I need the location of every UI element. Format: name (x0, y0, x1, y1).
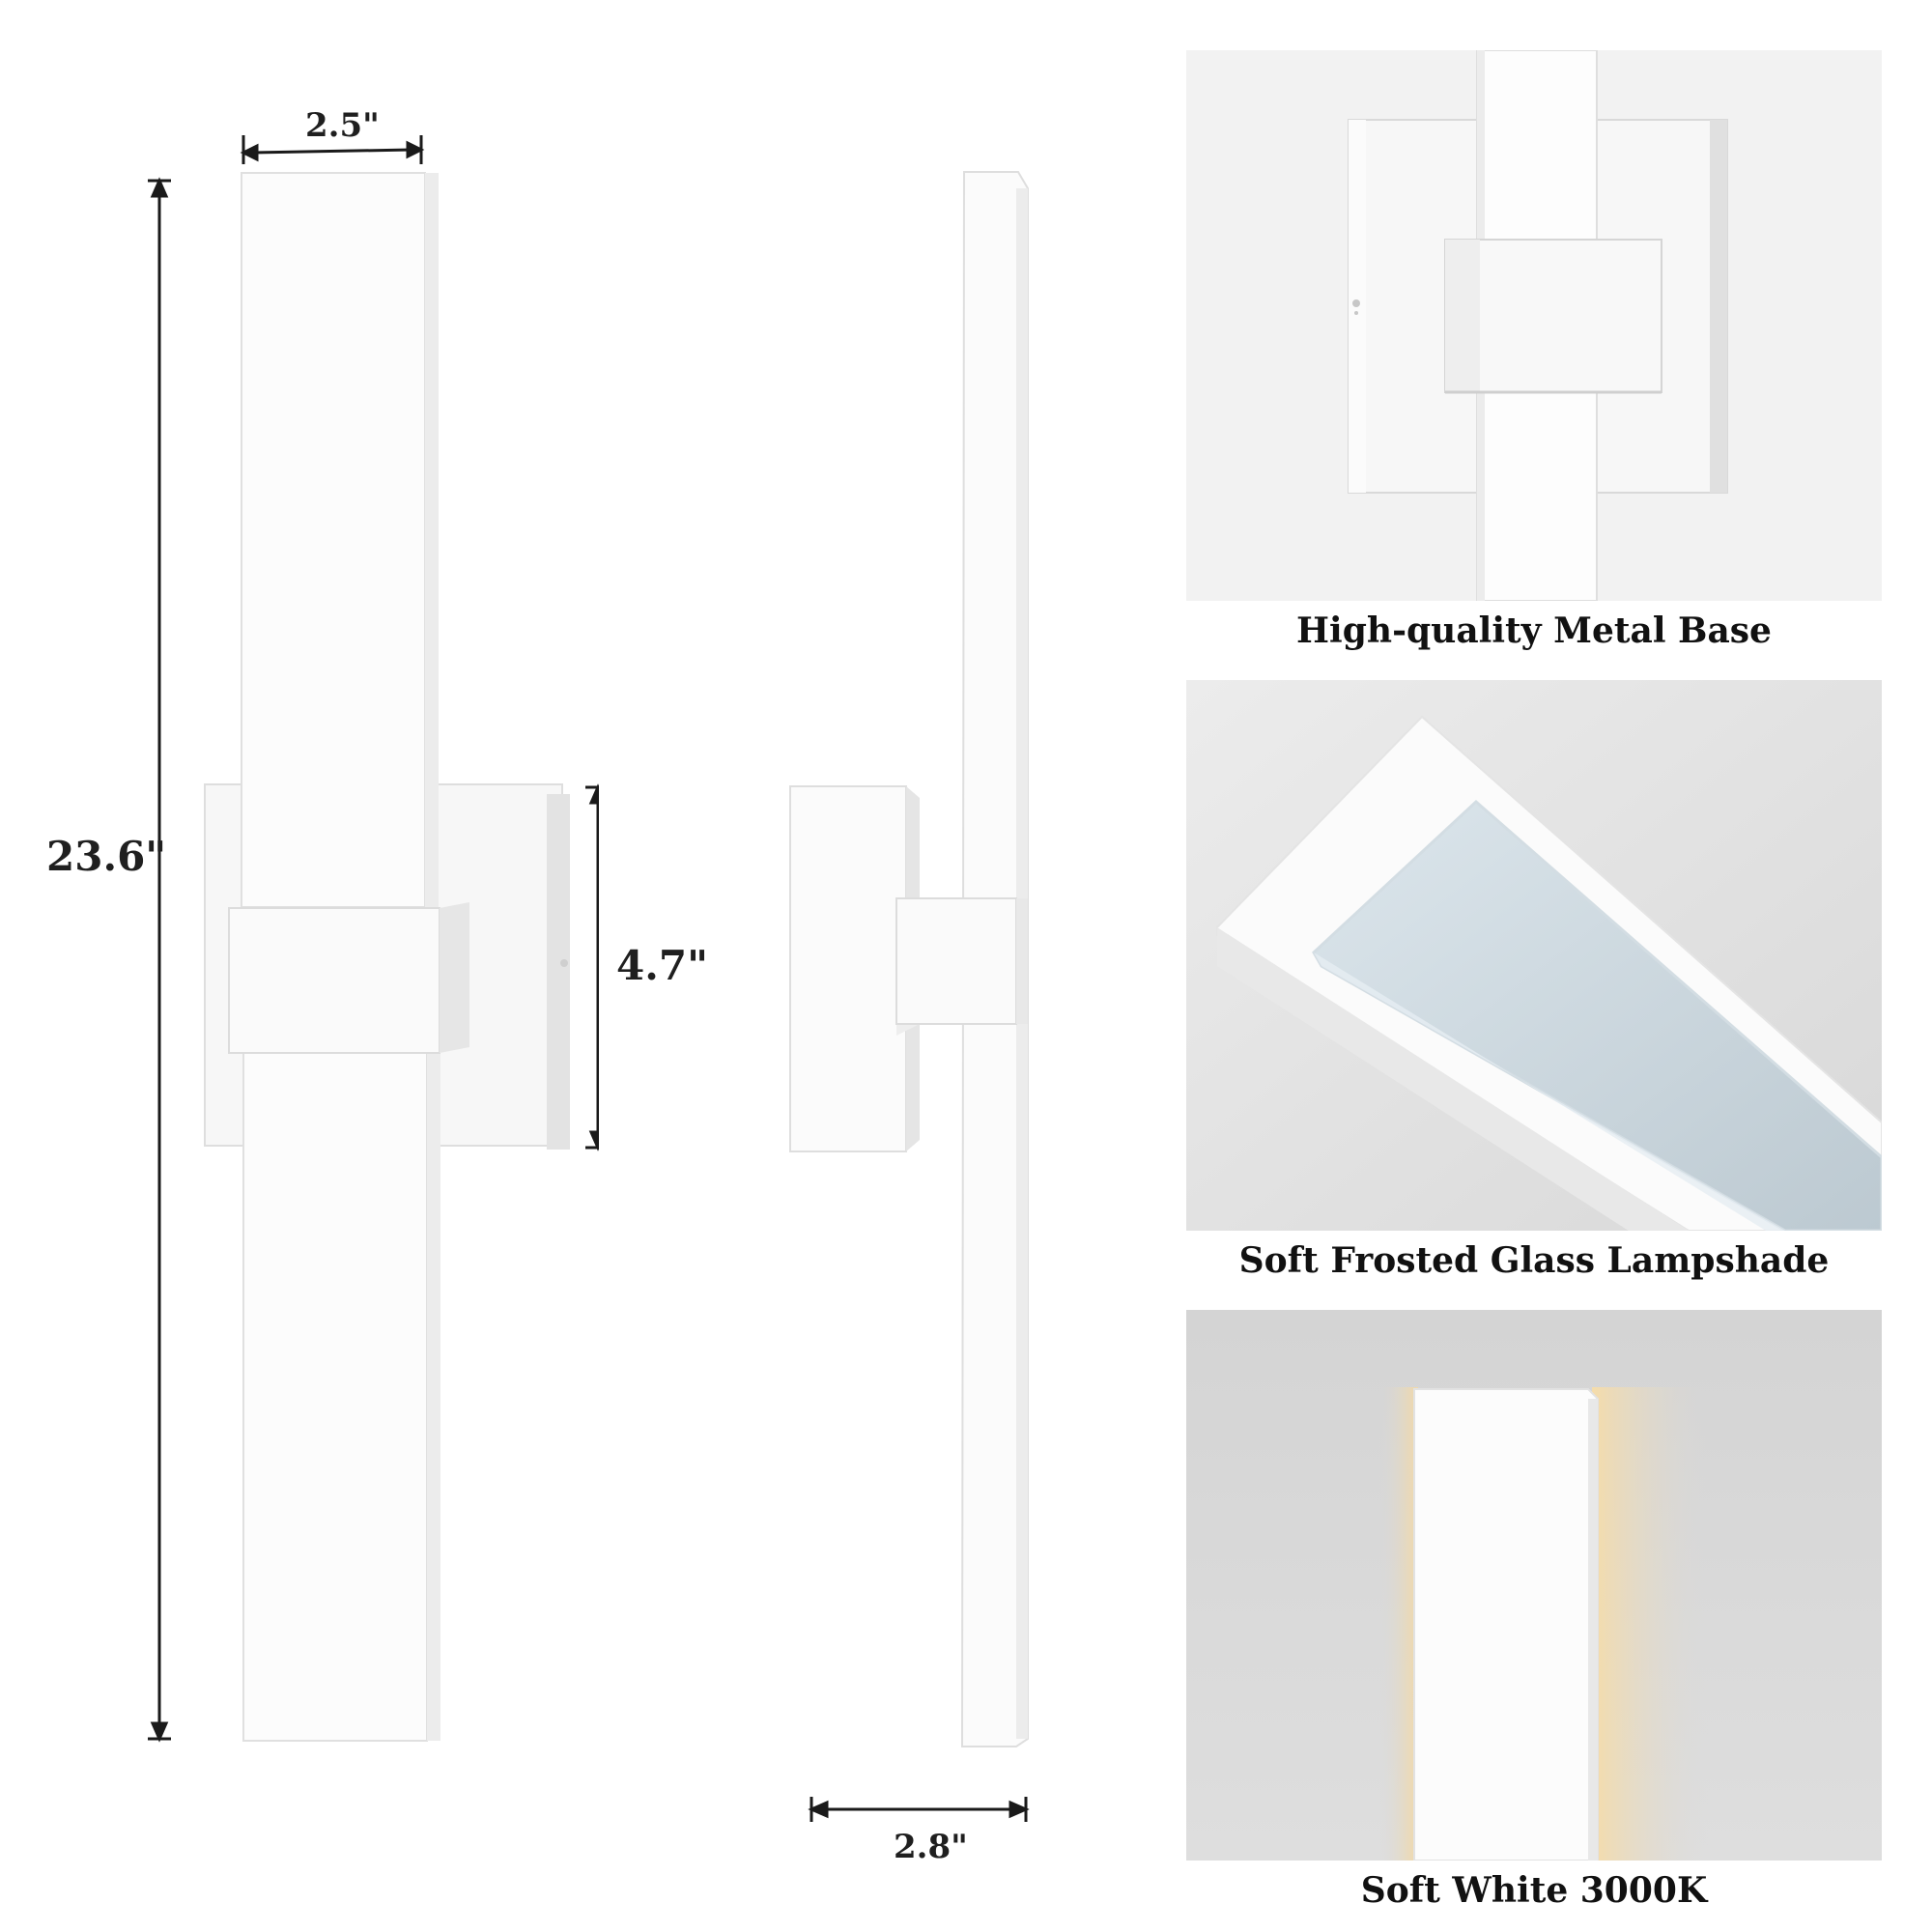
soft-white-panel (1186, 1310, 1882, 1861)
feature-caption-metal-base: High-quality Metal Base (1296, 611, 1772, 651)
base-height-dimension-line (585, 783, 599, 1151)
feature-caption-frosted-glass: Soft Frosted Glass Lampshade (1238, 1240, 1830, 1281)
side-wall-plate (789, 785, 920, 1152)
side-view-drawing (789, 171, 1030, 1822)
height-label: 23.6" (46, 833, 167, 880)
height-dimension-line (148, 177, 171, 1743)
frosted-glass-panel (1186, 680, 1882, 1231)
depth-label: 2.8" (894, 1828, 968, 1866)
metal-base-panel (1186, 50, 1882, 601)
lower-light-bar (242, 1052, 440, 1742)
frosted-glass-closeup-icon (1186, 680, 1882, 1231)
depth-dimension-line (808, 1797, 1030, 1822)
soft-white-glow-closeup-icon (1186, 1310, 1882, 1861)
base-height-label: 4.7" (616, 942, 708, 989)
width-label: 2.5" (305, 106, 380, 145)
center-clamp (228, 902, 469, 1054)
upper-light-bar (241, 172, 439, 908)
side-connector (895, 897, 1028, 1036)
metal-base-closeup-icon (1186, 50, 1882, 601)
front-view-drawing (148, 135, 599, 1743)
feature-caption-soft-white: Soft White 3000K (1360, 1870, 1708, 1911)
width-dimension-line (240, 135, 425, 164)
